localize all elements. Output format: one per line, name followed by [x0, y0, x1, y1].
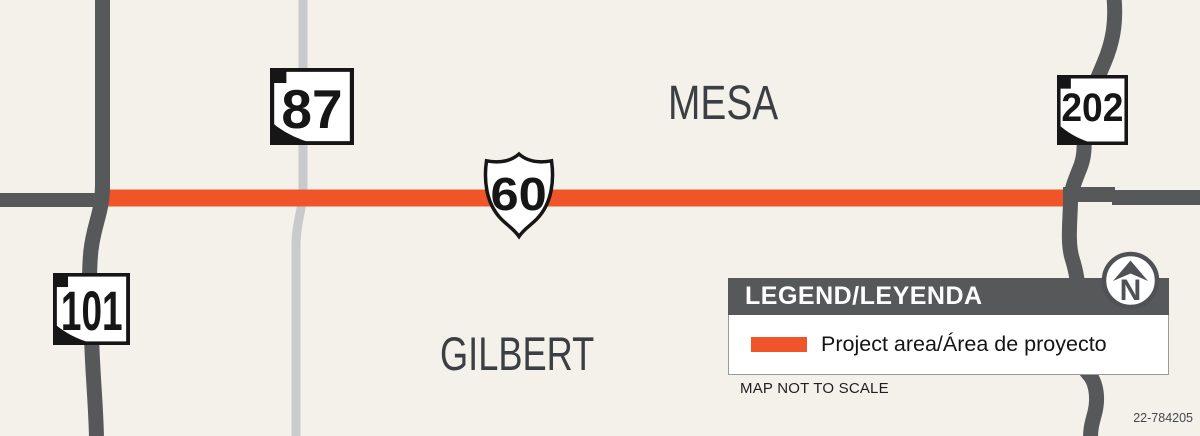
route-number: 87	[281, 78, 343, 140]
city-label-mesa: MESA	[668, 77, 779, 130]
road-loop-101	[82, 0, 110, 436]
north-arrow-icon: N	[1101, 251, 1160, 310]
arizona-route-shield-icon	[1057, 75, 1128, 145]
project-area-swatch-icon	[751, 337, 807, 352]
route-number: 202	[1061, 86, 1124, 130]
arizona-route-shield-icon	[270, 68, 354, 145]
map-scale-note: MAP NOT TO SCALE	[740, 380, 889, 397]
route-shield-sr-87: 87	[270, 68, 354, 145]
compass-north-label: N	[1120, 274, 1142, 307]
arizona-route-shield-icon	[53, 273, 130, 345]
legend-item-label: Project area/Área de proyecto	[821, 332, 1107, 356]
city-label-gilbert: GILBERT	[440, 327, 595, 380]
route-number: 60	[490, 168, 548, 220]
legend: LEGEND/LEYENDA Project area/Área de proy…	[728, 278, 1169, 375]
drawing-number: 22-784205	[1133, 411, 1193, 425]
legend-title: LEGEND/LEYENDA	[728, 278, 1169, 315]
us-route-shield-icon	[483, 151, 555, 240]
legend-item: Project area/Área de proyecto	[728, 315, 1169, 375]
route-shield-loop-101: 101	[53, 273, 130, 345]
route-shield-loop-202: 202	[1057, 75, 1128, 145]
route-number: 101	[60, 279, 123, 342]
route-shield-us-60: 60	[477, 148, 561, 240]
road-sr-87	[291, 0, 308, 436]
